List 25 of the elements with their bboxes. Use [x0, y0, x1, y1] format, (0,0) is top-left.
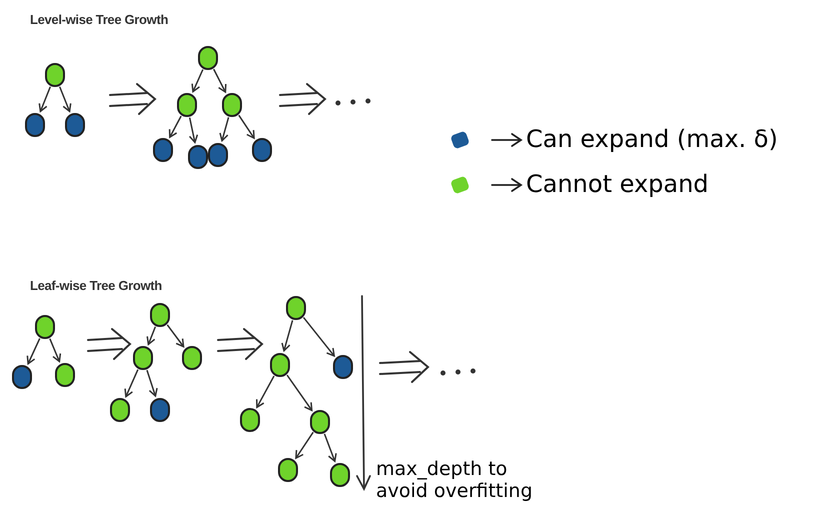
arrow	[191, 69, 204, 92]
arrow	[256, 376, 275, 408]
arrow	[188, 117, 198, 144]
arrow	[59, 86, 72, 112]
section-heading: Leaf-wise Tree Growth	[30, 277, 162, 295]
arrow	[26, 338, 40, 364]
arrow	[324, 434, 337, 462]
arrow	[302, 317, 335, 357]
arrow	[168, 116, 182, 138]
arrow	[213, 68, 227, 93]
arrow	[146, 370, 158, 397]
arrow	[286, 374, 313, 412]
arrow	[38, 86, 51, 112]
arrow	[295, 432, 314, 459]
legend-text: Can expand (max. δ)	[526, 124, 778, 154]
arrow	[124, 369, 139, 398]
arrow	[49, 338, 62, 362]
legend-text: Cannot expand	[526, 169, 709, 199]
arrow	[281, 320, 294, 352]
arrow	[219, 117, 230, 142]
arrow	[238, 114, 255, 139]
section-heading: Level-wise Tree Growth	[30, 11, 168, 29]
arrow	[166, 324, 184, 348]
arrow	[146, 326, 156, 346]
depth-note: max_depth to avoid overfitting	[376, 458, 534, 502]
